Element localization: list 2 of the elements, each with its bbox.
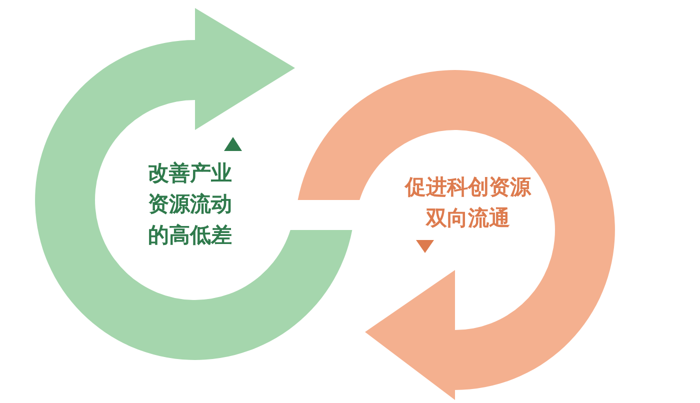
node-text: 促进科创资源双向流通	[405, 172, 531, 234]
node-text: 改善产业资源流动的高低差	[140, 158, 240, 251]
